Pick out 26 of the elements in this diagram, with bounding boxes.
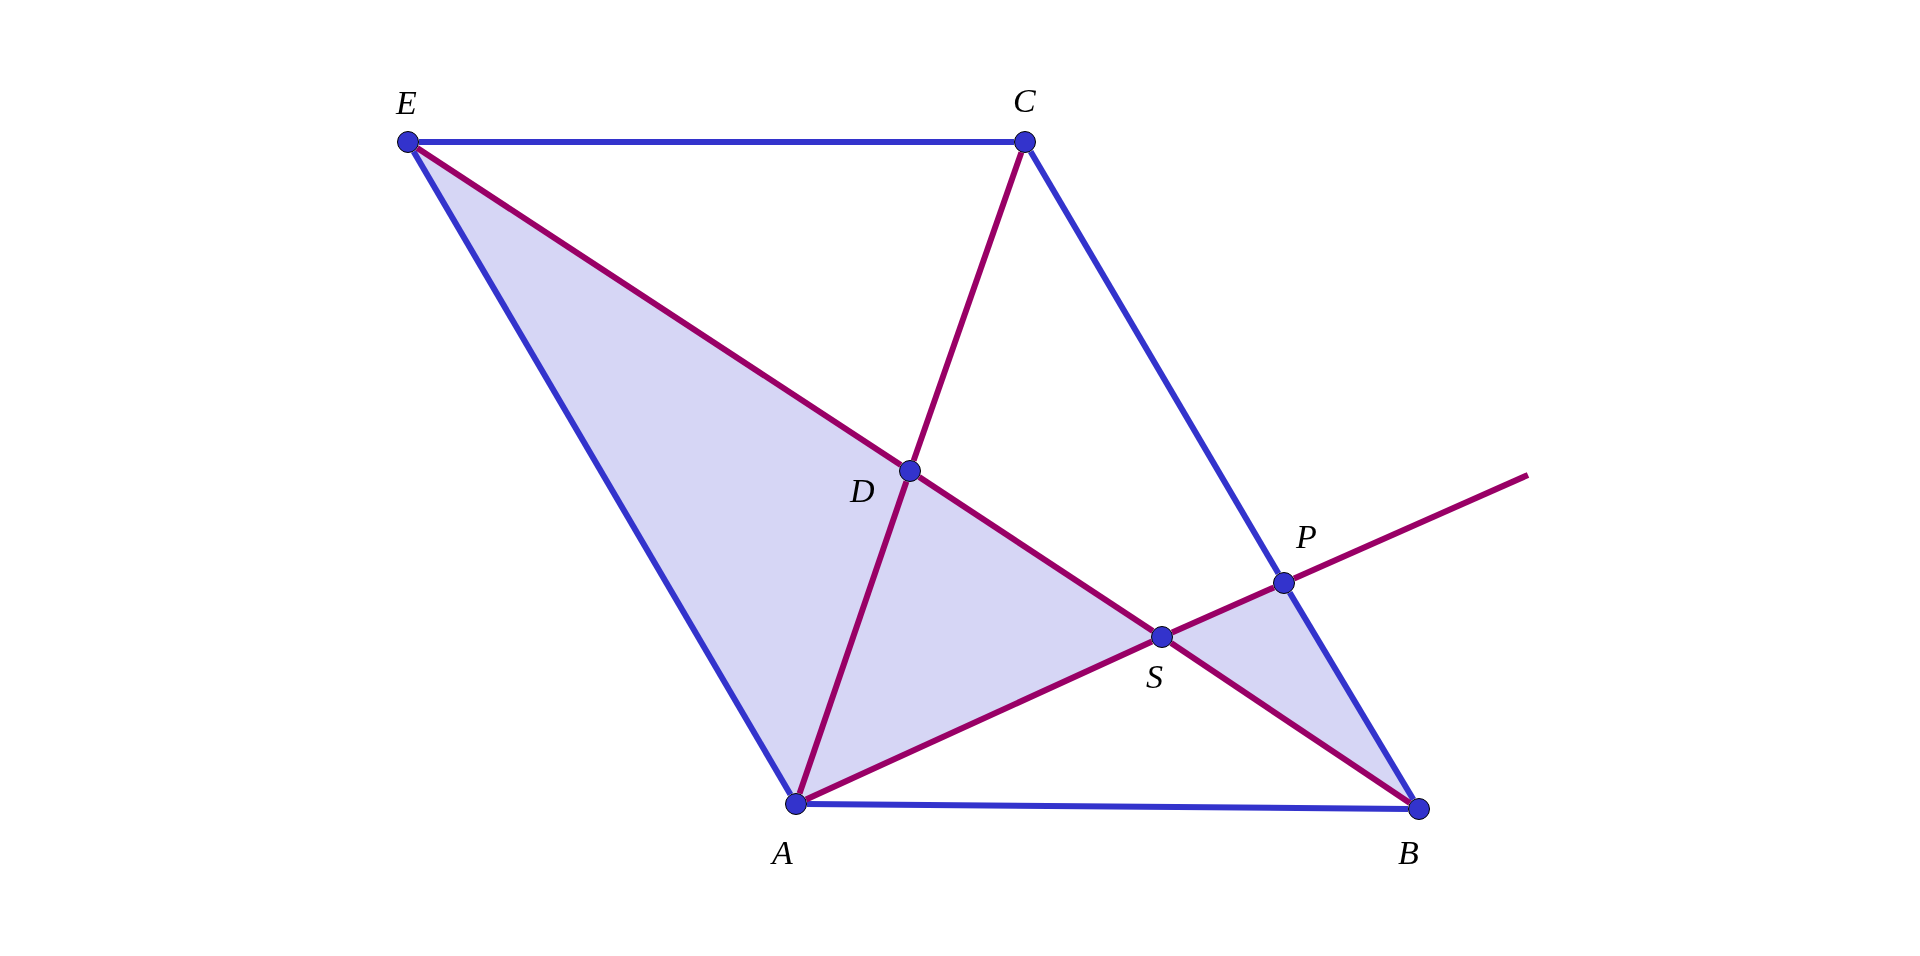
line-segment [796,480,910,795]
point-marker [397,131,419,153]
line-segment [1028,149,1281,576]
line-segment [410,149,794,797]
point-label: S [1146,660,1163,694]
line-segment [910,151,1025,462]
point-marker [785,793,807,815]
point-label: P [1296,520,1317,554]
point-label: A [772,836,793,870]
point-marker [1408,798,1430,820]
line-segment [806,801,1409,812]
line-segment [804,638,1154,803]
point-marker [1151,626,1173,648]
point-label: C [1013,84,1036,118]
line-segment [415,145,903,468]
line-segment [1287,590,1416,802]
line-segment [1292,472,1530,582]
point-label: B [1398,836,1419,870]
point-marker [1273,572,1295,594]
point-marker [1014,131,1036,153]
line-segment [1169,640,1412,806]
point-label: D [850,474,875,508]
line-segment [419,139,1014,145]
line-segment [917,474,1155,634]
point-label: E [396,86,417,120]
line-segment [1170,584,1276,636]
